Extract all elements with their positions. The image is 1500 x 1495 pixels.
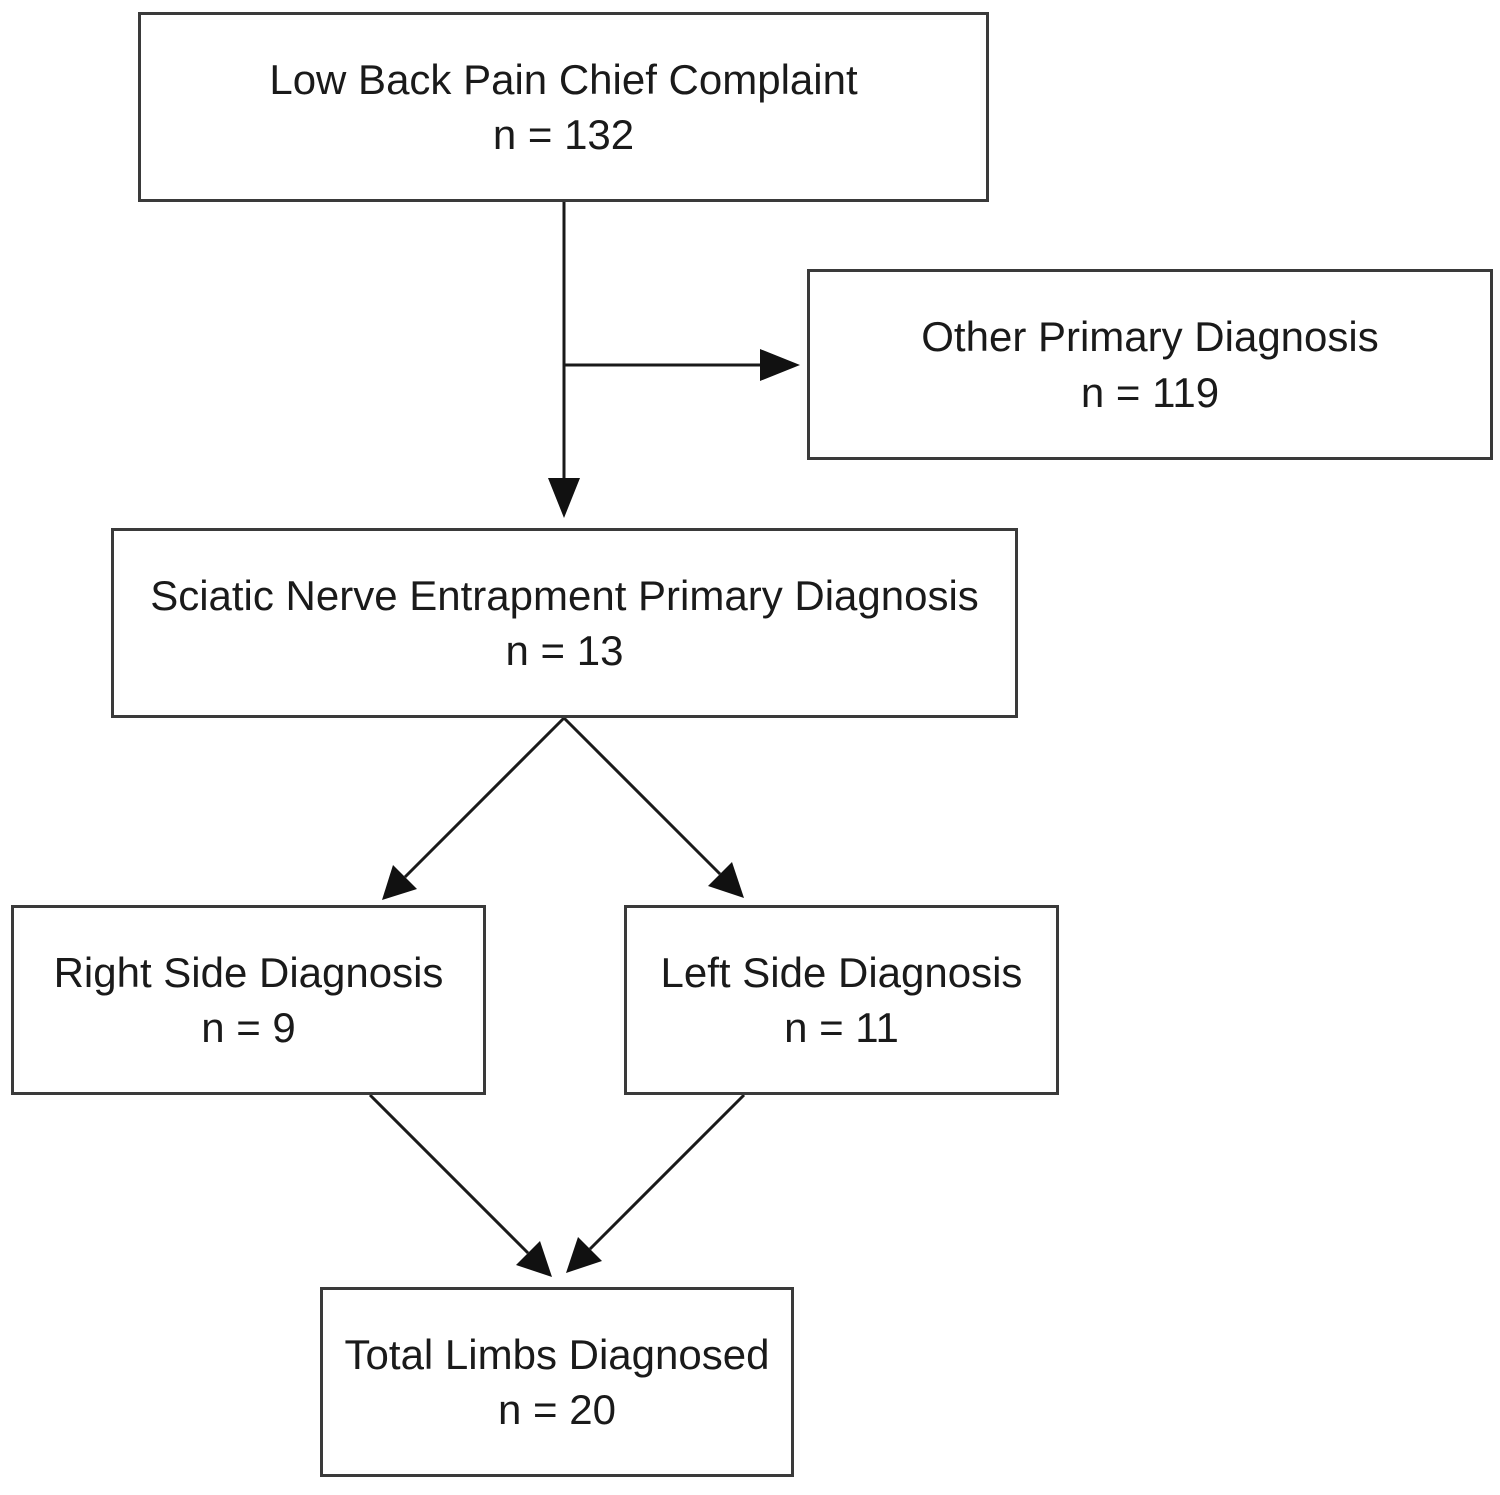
connector-sciatic-right <box>403 716 566 879</box>
left-side-count: n = 11 <box>784 1004 899 1051</box>
total-limbs-box: Total Limbs Diagnosed n = 20 <box>320 1287 794 1477</box>
left-side-label: Left Side Diagnosis <box>660 948 1023 996</box>
arrowhead-left-to-total <box>566 1237 602 1273</box>
chief-complaint-label: Low Back Pain Chief Complaint <box>269 55 858 103</box>
left-side-box: Left Side Diagnosis n = 11 <box>624 905 1059 1095</box>
sciatic-diagnosis-box: Sciatic Nerve Entrapment Primary Diagnos… <box>111 528 1018 718</box>
arrowhead-to-left <box>708 862 744 898</box>
arrowhead-to-other <box>760 349 800 381</box>
total-limbs-label: Total Limbs Diagnosed <box>344 1330 770 1378</box>
right-side-box: Right Side Diagnosis n = 9 <box>11 905 486 1095</box>
total-limbs-count: n = 20 <box>498 1386 616 1433</box>
right-side-label: Right Side Diagnosis <box>53 948 444 996</box>
connector-right-total <box>368 1093 530 1255</box>
other-diagnosis-box: Other Primary Diagnosis n = 119 <box>807 269 1493 460</box>
other-diagnosis-count: n = 119 <box>1080 368 1220 416</box>
chief-complaint-count: n = 132 <box>492 111 635 158</box>
connector-sciatic-left <box>562 716 722 876</box>
sciatic-diagnosis-count: n = 13 <box>505 627 624 674</box>
chief-complaint-box: Low Back Pain Chief Complaint n = 132 <box>138 12 989 202</box>
other-diagnosis-label: Other Primary Diagnosis <box>921 313 1379 361</box>
arrowhead-to-sciatic <box>548 478 580 518</box>
sciatic-diagnosis-label: Sciatic Nerve Entrapment Primary Diagnos… <box>150 571 979 619</box>
connector-left-total <box>588 1093 746 1251</box>
right-side-count: n = 9 <box>201 1004 296 1051</box>
arrowhead-to-right <box>382 865 417 900</box>
arrowhead-right-to-total <box>516 1241 552 1277</box>
